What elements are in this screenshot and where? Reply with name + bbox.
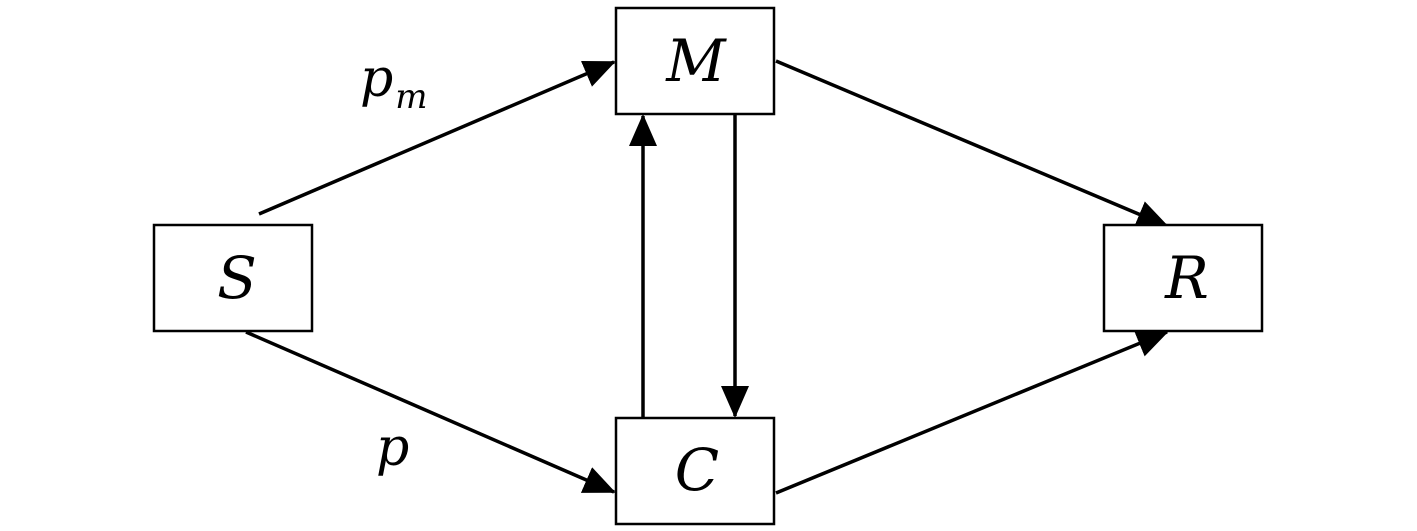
node-s-label: S bbox=[217, 244, 257, 312]
edge-m-to-r bbox=[775, 59, 1169, 228]
node-c: C bbox=[614, 416, 776, 526]
edge-s-to-m bbox=[258, 60, 616, 216]
edge-c-to-r bbox=[775, 330, 1169, 495]
node-m-label: M bbox=[665, 27, 727, 95]
node-r: R bbox=[1102, 223, 1264, 333]
node-c-label: C bbox=[675, 436, 719, 504]
edge-s-to-m-label: pm bbox=[360, 49, 428, 117]
edge-s-to-m-label-subscript: m bbox=[395, 77, 427, 117]
edge-s-to-m-label-main: p bbox=[360, 49, 393, 109]
node-r-label: R bbox=[1164, 244, 1209, 312]
edge-s-to-c-label: p bbox=[376, 418, 409, 478]
node-s: S bbox=[152, 223, 314, 333]
node-m: M bbox=[614, 6, 776, 116]
edge-s-to-c bbox=[245, 330, 616, 494]
